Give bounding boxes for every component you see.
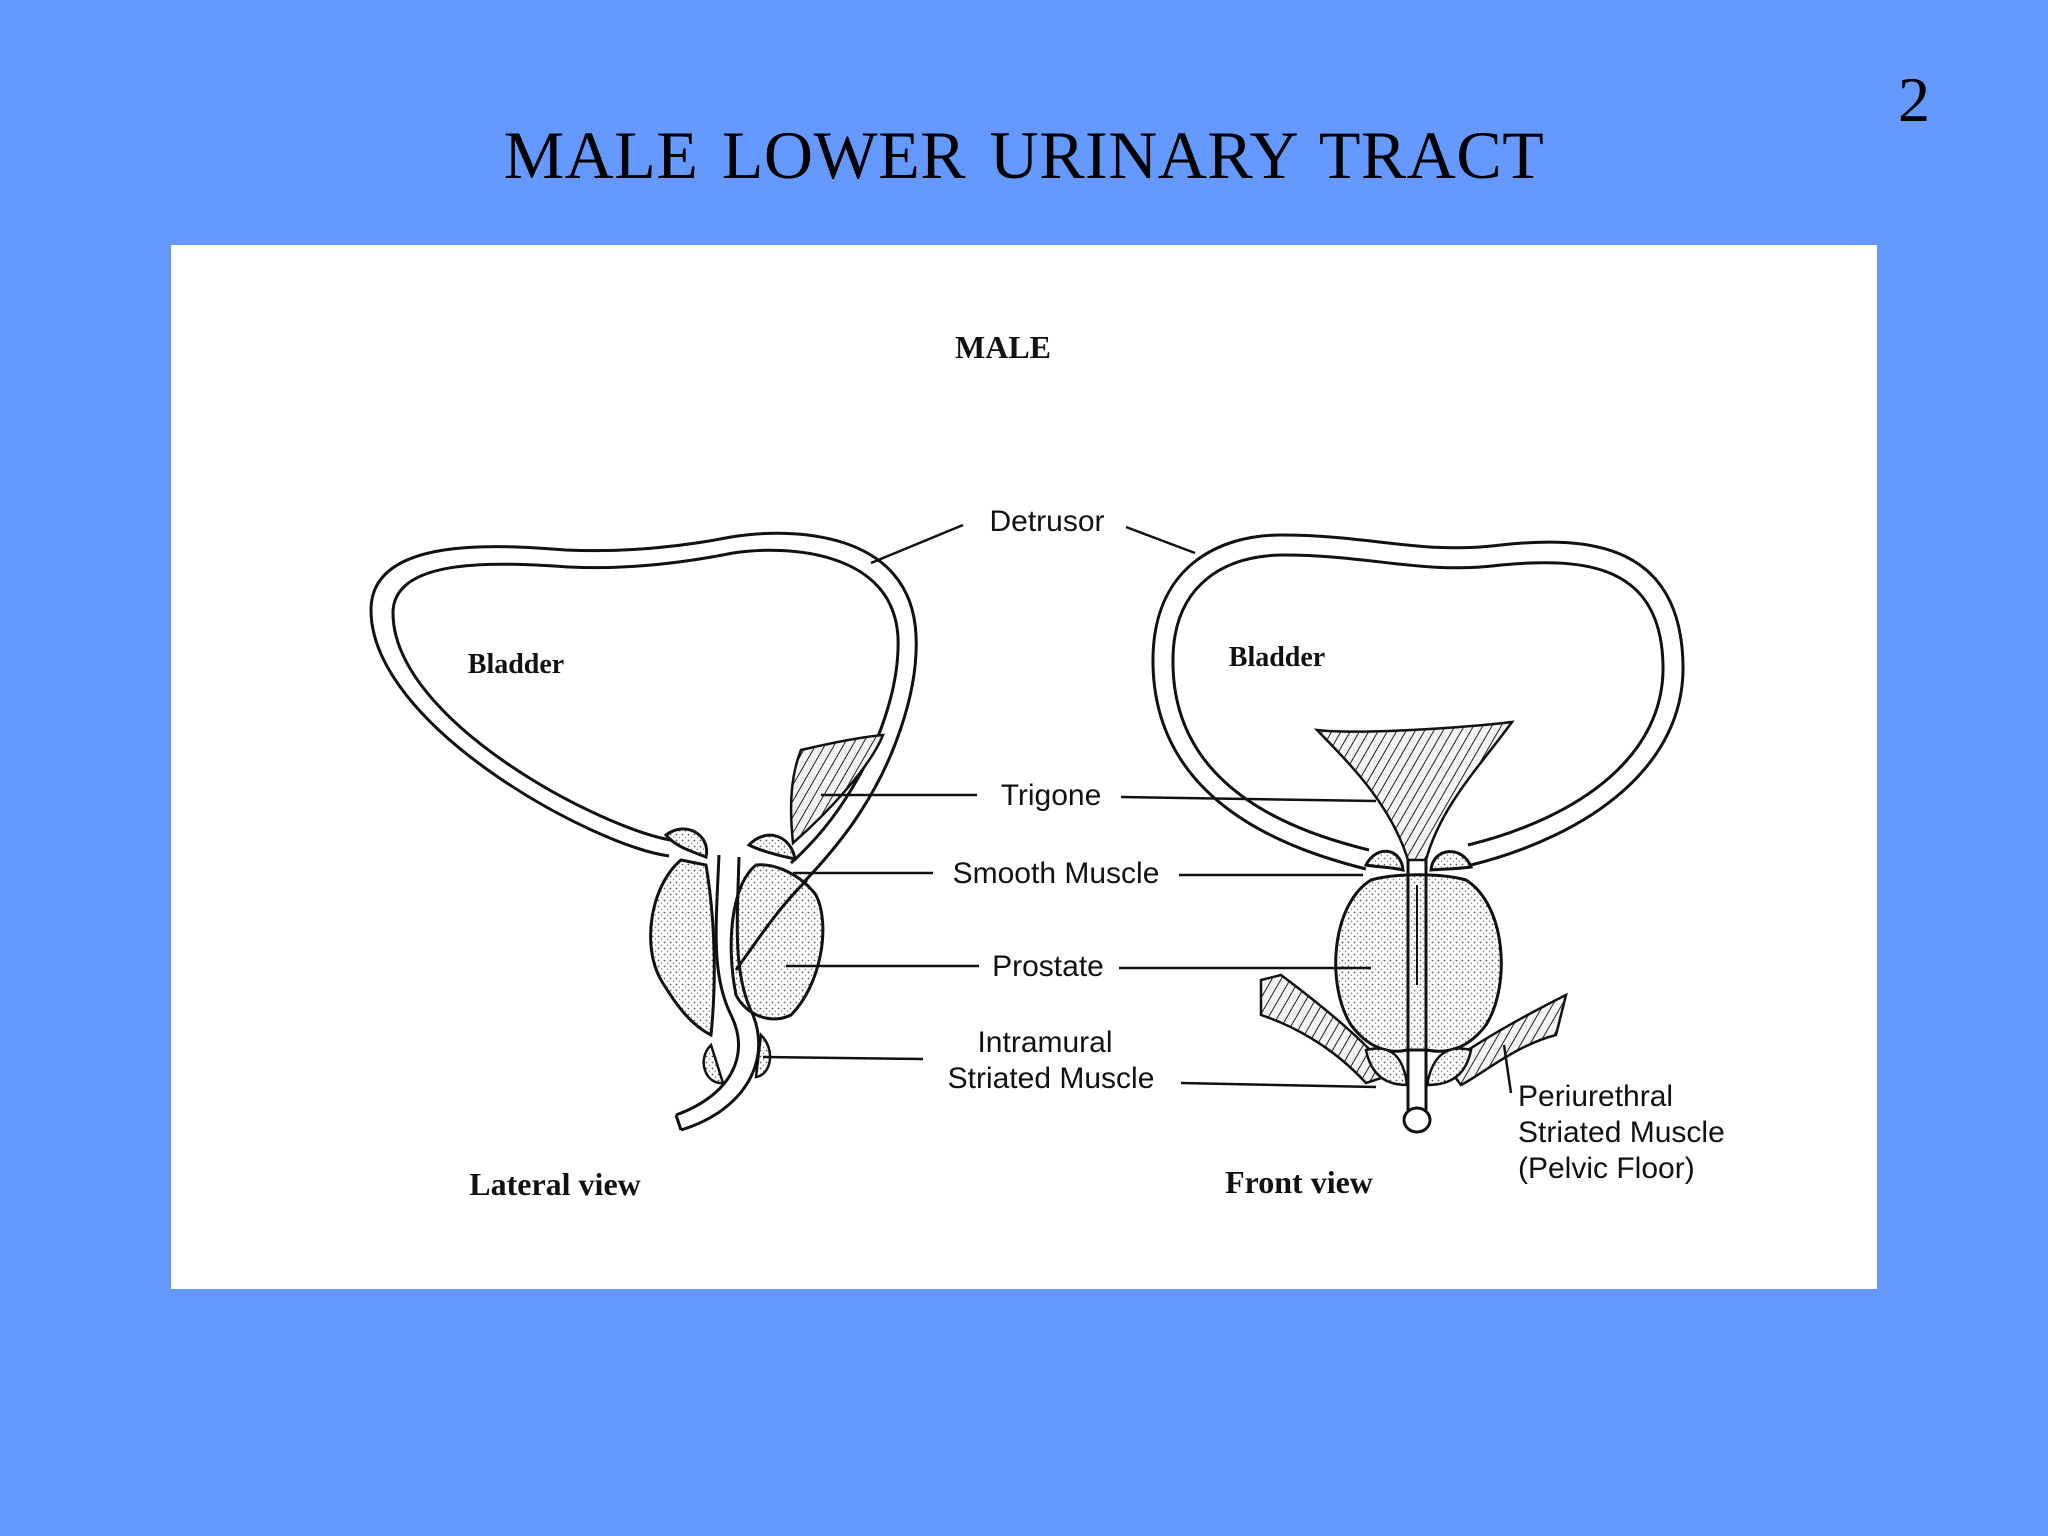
- front-bladder-outer-wall: [1151, 533, 1685, 871]
- slide-title: MALE LOWER URINARY TRACT: [503, 117, 1545, 193]
- label-intramural-line1: Intramural: [977, 1026, 1112, 1059]
- leader-trigone-right: [1120, 795, 1377, 803]
- label-periurethral-line2: Striated Muscle: [1518, 1116, 1725, 1149]
- front-bladder-inner-wall: [1171, 553, 1665, 852]
- lateral-duct: [734, 878, 809, 971]
- leader-periurethral: [1502, 1044, 1513, 1094]
- lateral-bladder-label: Bladder: [468, 649, 564, 680]
- front-striated-muscle: [1364, 1047, 1473, 1087]
- front-urethra-opening: [1402, 1106, 1432, 1134]
- lateral-urethra-outer: [675, 854, 741, 1117]
- front-bladder-label: Bladder: [1229, 642, 1325, 673]
- label-prostate: Prostate: [992, 950, 1104, 983]
- lateral-smooth-muscle-right: [746, 833, 797, 861]
- label-periurethral-line1: Periurethral: [1518, 1080, 1673, 1113]
- front-prostate: [1334, 873, 1503, 1053]
- figure-heading: MALE: [955, 329, 1051, 365]
- lateral-smooth-muscle-left: [663, 827, 709, 860]
- lateral-bladder-outer-wall: [369, 531, 918, 889]
- slide-number: 2: [1898, 64, 1930, 135]
- label-detrusor: Detrusor: [989, 505, 1104, 538]
- front-smooth-muscle-left: [1363, 849, 1405, 872]
- front-view: Bladder Front view: [1151, 533, 1685, 1200]
- lateral-prostate-right-lobe: [729, 863, 825, 1021]
- front-smooth-muscle-right: [1429, 850, 1474, 872]
- lateral-view-caption: Lateral view: [469, 1166, 641, 1202]
- leader-intramural-left: [762, 1055, 924, 1061]
- lateral-view: Bladder Lateral view: [369, 531, 918, 1202]
- label-smooth-muscle: Smooth Muscle: [953, 857, 1160, 890]
- urinary-tract-diagram: MALE Bladder Lateral view: [369, 329, 1725, 1202]
- center-labels: Detrusor Trigone Smooth Muscle Prostate …: [762, 505, 1725, 1185]
- leader-detrusor-right: [1125, 525, 1196, 555]
- figure-panel: MALE Bladder Lateral view: [171, 245, 1877, 1289]
- lateral-striated-muscle: [702, 1032, 772, 1085]
- lateral-prostate-left-lobe: [649, 858, 716, 1038]
- label-intramural-line2: Striated Muscle: [948, 1062, 1155, 1095]
- leader-intramural-right: [1180, 1081, 1377, 1089]
- leader-detrusor-left: [870, 523, 964, 565]
- label-periurethral-line3: (Pelvic Floor): [1518, 1152, 1695, 1185]
- lateral-trigone: [789, 733, 885, 846]
- front-view-caption: Front view: [1225, 1164, 1373, 1200]
- lateral-urethra-inner: [680, 856, 761, 1132]
- front-trigone: [1313, 720, 1515, 862]
- label-trigone: Trigone: [1001, 779, 1102, 812]
- lateral-urethra-end: [674, 1114, 683, 1131]
